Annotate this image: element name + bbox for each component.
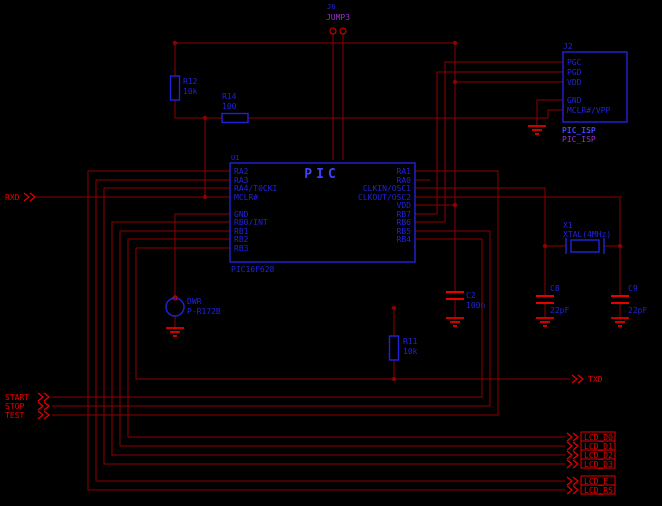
- pic-pin-rb3: RB3: [234, 244, 249, 253]
- port-lcd-rs: LCD_RS: [566, 484, 616, 495]
- capacitor-c8: C8 22pF: [536, 284, 569, 315]
- junction-dots: [172, 40, 623, 382]
- lcd-e-label: LCD_E: [584, 477, 608, 486]
- lcd-rs-arrow-icon: [566, 485, 579, 495]
- stop-label: STOP: [5, 402, 24, 411]
- pic-title-label: PIC: [304, 167, 339, 182]
- jumper-value-label: JUMP3: [326, 13, 350, 22]
- port-lcd-d0: LCD_D0: [566, 431, 616, 442]
- pic-pin-clkin: CLKIN/OSC1: [363, 184, 411, 193]
- lcd-d3-arrow-icon: [566, 459, 579, 469]
- r11-value-label: 10k: [403, 347, 418, 356]
- dwr-name-label: DWR: [187, 297, 202, 306]
- dwr-value-label: P-R172B: [187, 307, 221, 316]
- crystal-x1: X1 XTAL(4MHz): [563, 221, 611, 254]
- pic-pin-ra0: RA0: [397, 176, 412, 185]
- pic-pin-ra2: RA2: [234, 167, 249, 176]
- pic-pin-gnd: GND: [234, 210, 249, 219]
- ground-symbol-c2: [446, 317, 464, 327]
- isp-connector-j2: J2 PGC PGD VDD GND MCLR#/VPP PIC_ISP PIC…: [562, 42, 628, 144]
- txd-label: TXD: [588, 375, 603, 384]
- pic-pin-rb6: RB6: [397, 218, 412, 227]
- port-txd: TXD: [571, 374, 603, 384]
- lcd-d2-arrow-icon: [566, 450, 579, 460]
- start-label: START: [5, 393, 29, 402]
- pic-pin-rb5: RB5: [397, 227, 412, 236]
- x1-value-label: XTAL(4MHz): [563, 230, 611, 239]
- port-rxd: RXD: [5, 192, 36, 202]
- jumper-refdes-label: J6: [327, 3, 335, 11]
- rxd-arrow-icon: [23, 192, 36, 202]
- ground-symbol-c9: [611, 317, 629, 327]
- net-wires: [36, 34, 621, 491]
- pic-pin-clkout: CLKOUT/OSC2: [358, 193, 411, 202]
- pic-pin-ra3: RA3: [234, 176, 249, 185]
- lcd-d1-arrow-icon: [566, 441, 579, 451]
- port-start: START: [5, 392, 50, 402]
- pic-refdes-label: U1: [231, 154, 239, 162]
- r11-name-label: R11: [403, 337, 418, 346]
- c9-value-label: 22pF: [628, 306, 647, 315]
- pic-u1: U1 PIC PIC16F628 RA2 RA3 RA4/T0CKI MCLR#…: [229, 154, 416, 274]
- resistor-r14: R14 100: [221, 92, 249, 124]
- port-stop: STOP: [5, 401, 50, 411]
- test-label: TEST: [5, 411, 24, 420]
- r12-value-label: 10k: [183, 87, 198, 96]
- j2-pin-pgd: PGD: [567, 68, 582, 77]
- pic-pin-vdd: VDD: [397, 201, 412, 210]
- pic-pin-rb0: RB0/INT: [234, 218, 268, 227]
- rxd-label: RXD: [5, 193, 20, 202]
- stop-arrow-icon: [37, 401, 50, 411]
- x1-name-label: X1: [563, 221, 573, 230]
- lcd-d3-label: LCD_D3: [584, 460, 613, 469]
- capacitor-c9: C9 22pF: [611, 284, 647, 315]
- j2-value-label: PIC_ISP: [562, 135, 596, 144]
- j2-refdes-label: J2: [563, 42, 573, 51]
- r14-name-label: R14: [222, 92, 237, 101]
- jumper-j6: J6 JUMP3: [326, 3, 350, 35]
- resistor-r12: R12 10k: [169, 75, 198, 101]
- lcd-d0-label: LCD_D0: [584, 433, 613, 442]
- pic-pin-ra1: RA1: [397, 167, 412, 176]
- port-test: TEST: [5, 410, 50, 420]
- lcd-rs-label: LCD_RS: [584, 486, 613, 495]
- start-arrow-icon: [37, 392, 50, 402]
- c2-value-label: 100n: [466, 301, 485, 310]
- j2-pin-pgc: PGC: [567, 58, 582, 67]
- pic-pin-rb4: RB4: [397, 235, 412, 244]
- port-lcd-d2: LCD_D2: [566, 449, 616, 460]
- ground-symbol-c8: [536, 317, 554, 327]
- ground-symbol-isp: [528, 125, 546, 135]
- c9-name-label: C9: [628, 284, 638, 293]
- pic-pin-rb2: RB2: [234, 235, 249, 244]
- lcd-d2-label: LCD_D2: [584, 451, 613, 460]
- ground-symbol-dwr: [166, 327, 184, 337]
- pic-pin-rb1: RB1: [234, 227, 249, 236]
- c2-name-label: C2: [466, 291, 476, 300]
- port-lcd-d3: LCD_D3: [566, 458, 616, 469]
- pic-part-label: PIC16F628: [231, 265, 275, 274]
- j2-label: PIC_ISP: [562, 126, 596, 135]
- c8-name-label: C8: [550, 284, 560, 293]
- test-arrow-icon: [37, 410, 50, 420]
- suppressor-dwr: DWR P-R172B: [165, 295, 221, 317]
- txd-arrow-icon: [571, 374, 584, 384]
- lcd-d1-label: LCD_D1: [584, 442, 613, 451]
- r14-value-label: 100: [222, 102, 237, 111]
- j2-pin-gnd: GND: [567, 96, 582, 105]
- pic-pin-mclr: MCLR#: [234, 193, 258, 202]
- r12-name-label: R12: [183, 77, 198, 86]
- pic-pin-ra4: RA4/T0CKI: [234, 184, 278, 193]
- j2-pin-mclr: MCLR#/VPP: [567, 106, 611, 115]
- c8-value-label: 22pF: [550, 306, 569, 315]
- lcd-e-arrow-icon: [566, 476, 579, 486]
- capacitor-c2: C2 100n: [446, 291, 485, 310]
- lcd-d0-arrow-icon: [566, 432, 579, 442]
- resistor-r11: R11 10k: [388, 335, 418, 361]
- j2-pin-vdd: VDD: [567, 78, 582, 87]
- pic-pin-rb7: RB7: [397, 210, 412, 219]
